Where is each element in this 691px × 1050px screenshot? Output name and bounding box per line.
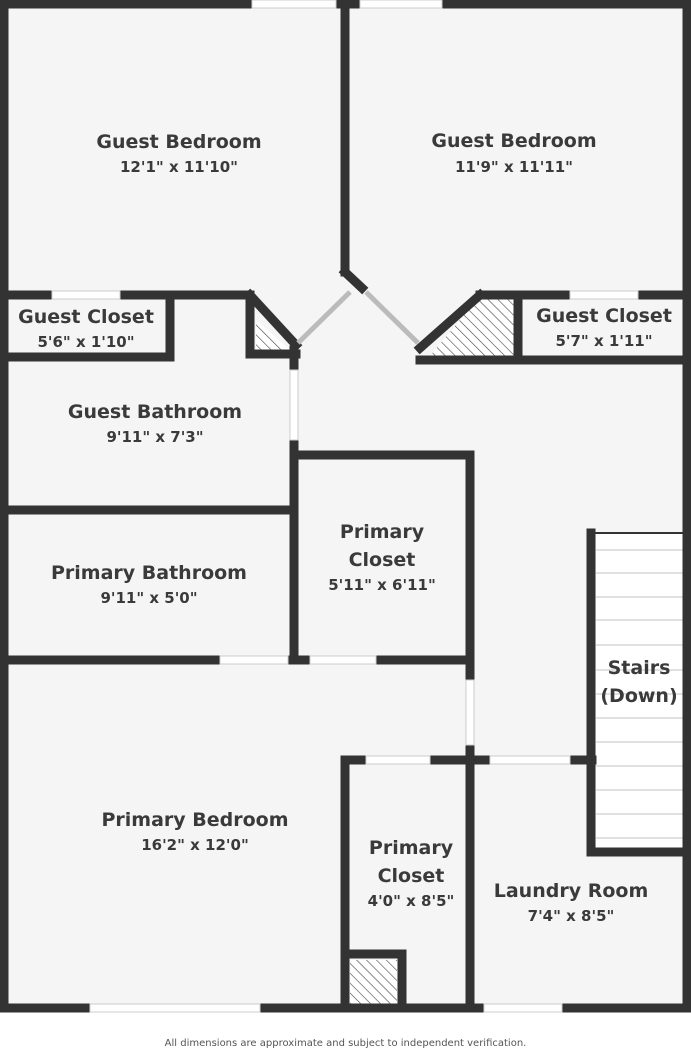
- room-dims-primary-closet-lower: 4'0" x 8'5": [368, 892, 455, 910]
- room-dims-guest-bedroom-right: 11'9" x 11'11": [455, 158, 573, 176]
- room-name-laundry-room: Laundry Room: [494, 880, 649, 902]
- room-name-primary-bathroom: Primary Bathroom: [51, 562, 247, 584]
- room-name-guest-closet-right: Guest Closet: [536, 305, 672, 327]
- room-name-primary-closet-lower-line2: Closet: [378, 865, 445, 887]
- openings: [51, 0, 639, 1013]
- room-dims-primary-closet-upper: 5'11" x 6'11": [328, 576, 436, 594]
- room-dims-guest-bedroom-left: 12'1" x 11'10": [120, 158, 238, 176]
- room-name-guest-bathroom: Guest Bathroom: [68, 401, 242, 423]
- room-dims-guest-closet-left: 5'6" x 1'10": [37, 333, 134, 351]
- room-dims-primary-bedroom: 16'2" x 12'0": [141, 836, 249, 854]
- room-labels: Guest Bedroom 12'1" x 11'10" Guest Bedro…: [18, 130, 678, 925]
- hatched-chases: [256, 298, 514, 1004]
- room-name-primary-closet-upper-line1: Primary: [340, 521, 425, 543]
- room-name-primary-bedroom: Primary Bedroom: [101, 809, 288, 831]
- disclaimer-text: All dimensions are approximate and subje…: [164, 1038, 527, 1049]
- room-name-guest-bedroom-right: Guest Bedroom: [431, 130, 596, 152]
- room-dims-guest-bathroom: 9'11" x 7'3": [106, 428, 203, 446]
- room-name-primary-closet-lower-line1: Primary: [369, 837, 454, 859]
- walls: [0, 0, 691, 1013]
- room-dims-laundry-room: 7'4" x 8'5": [528, 907, 615, 925]
- room-dims-guest-closet-right: 5'7" x 1'11": [555, 332, 652, 350]
- room-name-stairs-line1: Stairs: [608, 657, 671, 679]
- stair-treads: [596, 534, 684, 849]
- room-name-guest-closet-left: Guest Closet: [18, 306, 154, 328]
- room-name-stairs-line2: (Down): [600, 685, 677, 707]
- room-dims-primary-bathroom: 9'11" x 5'0": [100, 589, 197, 607]
- room-name-guest-bedroom-left: Guest Bedroom: [96, 131, 261, 153]
- room-name-primary-closet-upper-line2: Closet: [349, 549, 416, 571]
